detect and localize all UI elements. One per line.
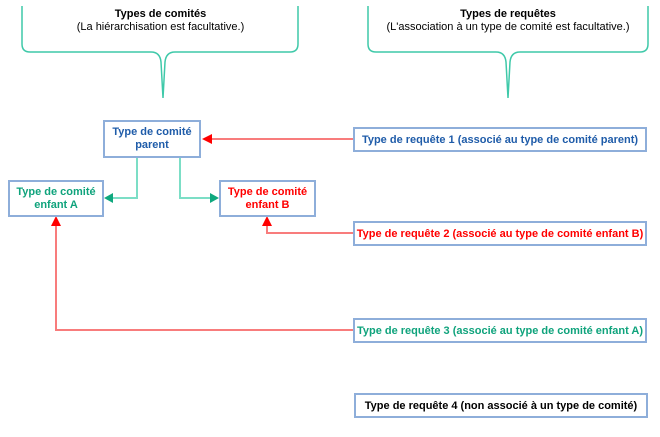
committees-group-title: Types de comités	[114, 8, 207, 20]
parent-to-child-a-connector	[104, 158, 138, 203]
left-brace	[21, 6, 299, 99]
committee-type-child-a-label-line2: enfant A	[34, 198, 78, 211]
committee-type-child-b-label-line1: Type de comité	[227, 185, 308, 198]
request-type-4-box: Type de requête 4 (non associé à un type…	[354, 393, 648, 418]
requests-group-caption: Types de requêtes (L'association à un ty…	[358, 8, 658, 34]
committee-type-parent-label-line2: parent	[135, 139, 169, 151]
parent-to-child-b-connector	[179, 158, 219, 203]
committees-group-subtitle: (La hiérarchisation est facultative.)	[76, 21, 245, 33]
request-type-3-box: Type de requête 3 (associé au type de co…	[353, 318, 647, 343]
committee-type-child-a-box: Type de comité enfant A	[8, 180, 104, 217]
request-type-4-label: Type de requête 4 (non associé à un type…	[364, 399, 638, 412]
requests-group-subtitle: (L'association à un type de comité est f…	[386, 21, 630, 33]
request-type-3-label: Type de requête 3 (associé au type de co…	[356, 324, 644, 337]
right-brace	[367, 6, 649, 99]
committee-type-child-a-label-line1: Type de comité	[16, 185, 96, 198]
request-type-2-box: Type de requête 2 (associé au type de co…	[353, 221, 647, 246]
request2-to-child-b-arrow	[262, 216, 353, 234]
request3-to-child-a-arrow	[51, 216, 353, 331]
committee-type-child-b-box: Type de comité enfant B	[219, 180, 316, 217]
request-type-1-box: Type de requête 1 (associé au type de co…	[353, 127, 647, 152]
request1-to-parent-arrow	[202, 134, 353, 144]
request-type-1-label: Type de requête 1 (associé au type de co…	[361, 133, 639, 146]
committee-type-parent-label-line1: Type de comité	[112, 126, 192, 138]
requests-group-title: Types de requêtes	[460, 8, 556, 20]
request-type-2-label: Type de requête 2 (associé au type de co…	[356, 227, 644, 240]
committee-type-child-b-label-line2: enfant B	[245, 198, 290, 211]
committee-type-parent-box: Type de comité parent	[103, 120, 201, 158]
committees-group-caption: Types de comités (La hiérarchisation est…	[13, 8, 308, 34]
